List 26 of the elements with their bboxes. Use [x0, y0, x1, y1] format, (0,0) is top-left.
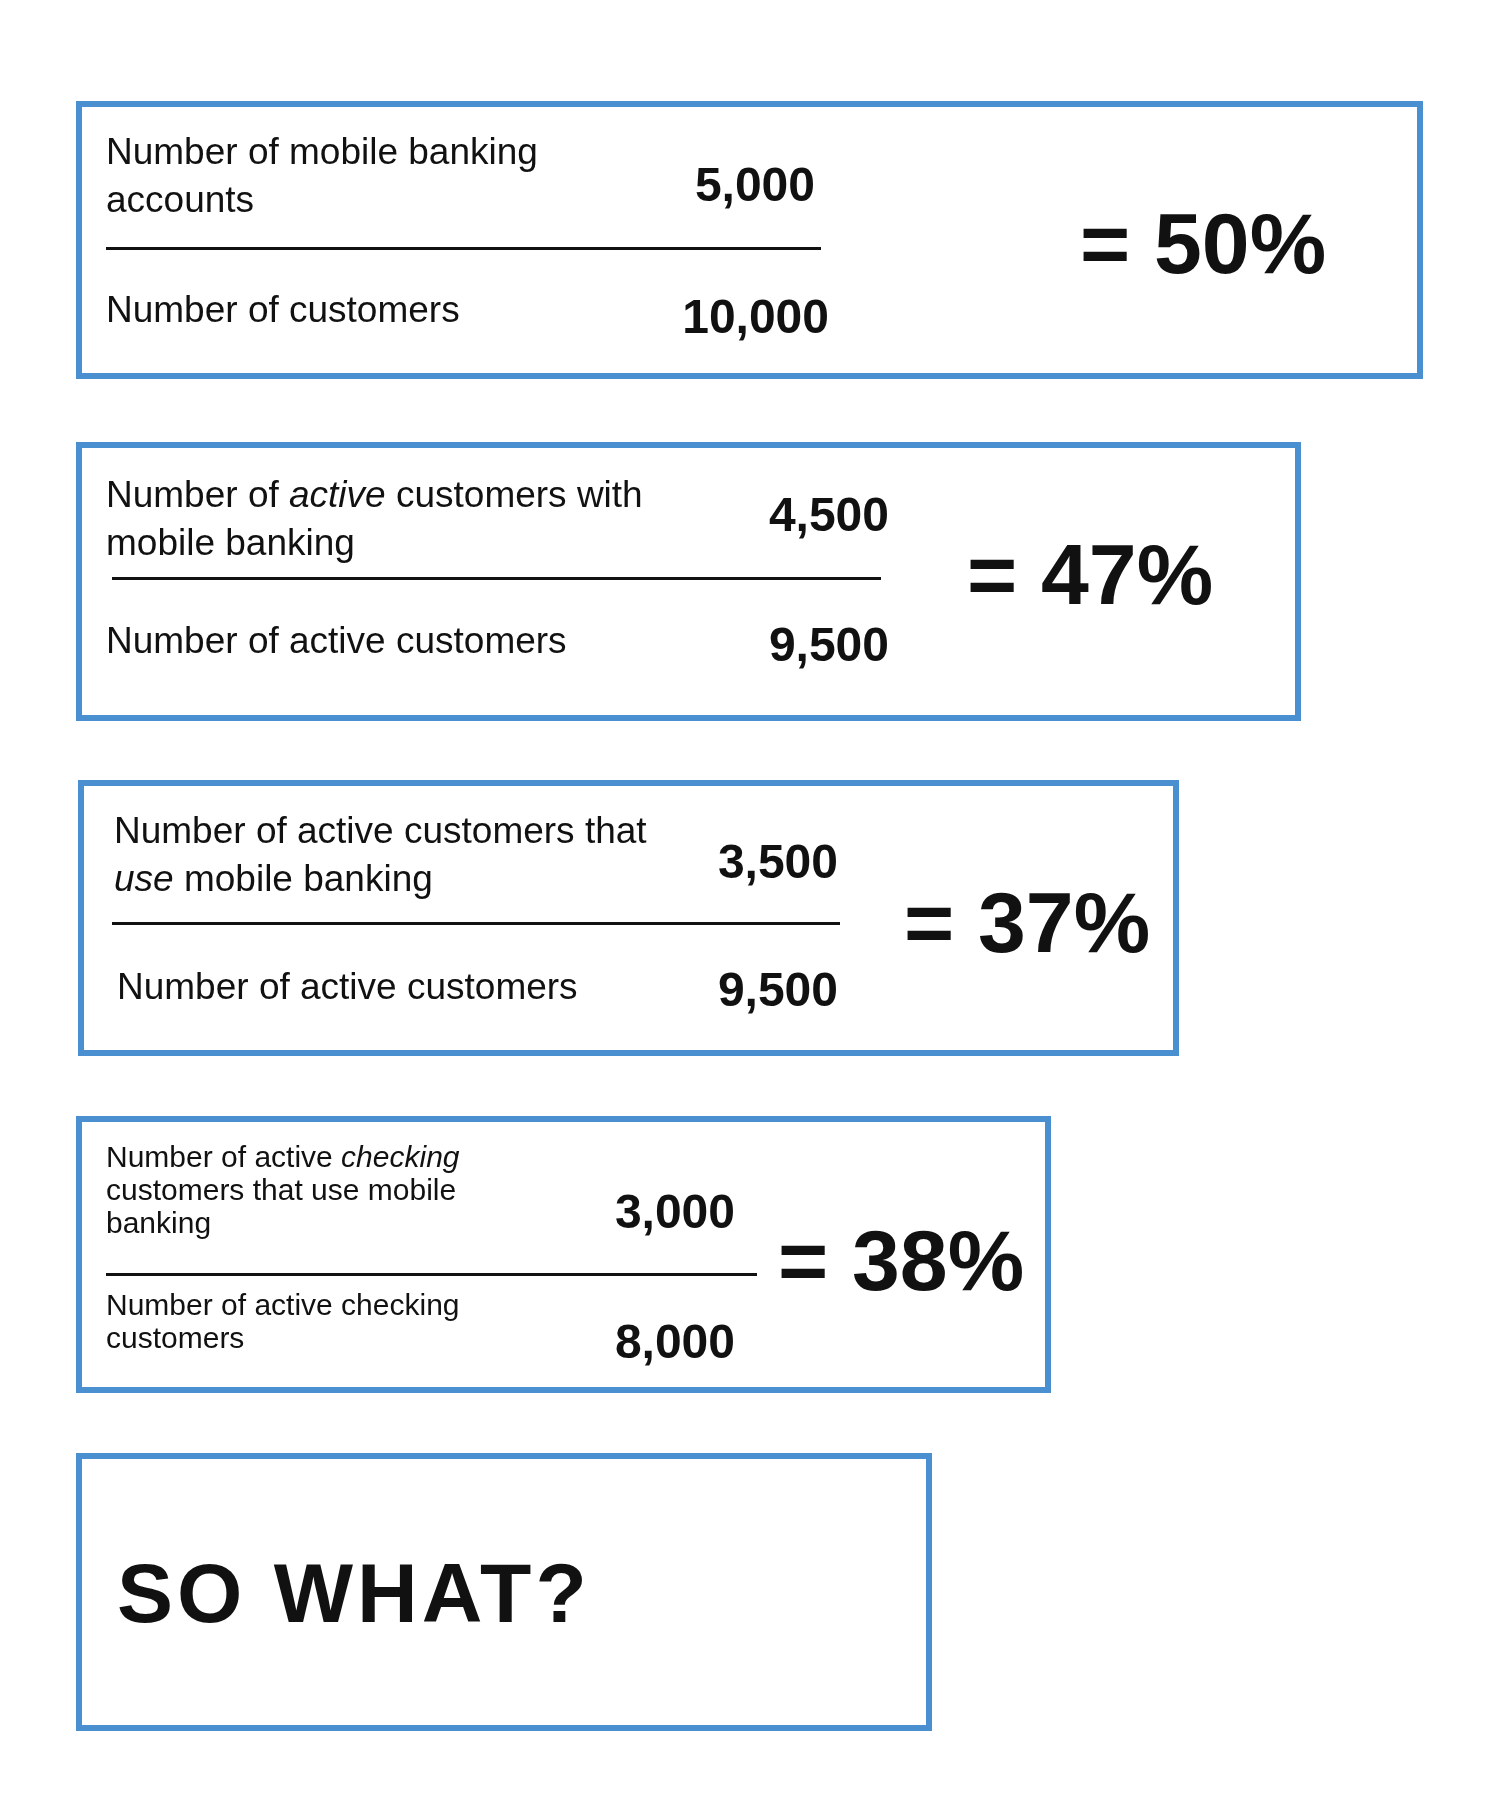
denominator-label: Number of active customers: [106, 619, 568, 663]
numerator-value: 4,500: [768, 486, 889, 542]
formula-panel: [78, 780, 1179, 1056]
denominator-label: Number of customers: [106, 288, 461, 332]
denominator-label: Number of active checking customers: [106, 1288, 461, 1354]
numerator-value: 5,000: [694, 156, 815, 212]
numerator-label: Number of active checking customers that use mobile banking: [106, 1140, 461, 1239]
result-percentage: = 47%: [966, 524, 1214, 624]
formula-panel: [76, 1116, 1051, 1393]
denominator-value: 10,000: [682, 288, 829, 344]
numerator-label: Number of mobile banking accounts: [106, 130, 539, 222]
numerator-value: 3,500: [717, 833, 838, 889]
denominator-value: 8,000: [614, 1313, 735, 1369]
numerator-value: 3,000: [614, 1183, 735, 1239]
numerator-label: Number of active customers with mobile banking: [106, 473, 644, 565]
formula-panel: [76, 1453, 932, 1731]
result-percentage: = 37%: [903, 872, 1151, 972]
formula-panel: [76, 442, 1301, 721]
numerator-label: Number of active customers that use mobile banking: [114, 809, 648, 901]
denominator-value: 9,500: [768, 616, 889, 672]
result-percentage: = 38%: [777, 1210, 1025, 1310]
denominator-value: 9,500: [717, 961, 838, 1017]
formula-panel: [76, 101, 1423, 379]
question-heading: SO WHAT?: [117, 1544, 591, 1642]
result-percentage: = 50%: [1079, 193, 1327, 293]
denominator-label: Number of active customers: [117, 965, 579, 1009]
